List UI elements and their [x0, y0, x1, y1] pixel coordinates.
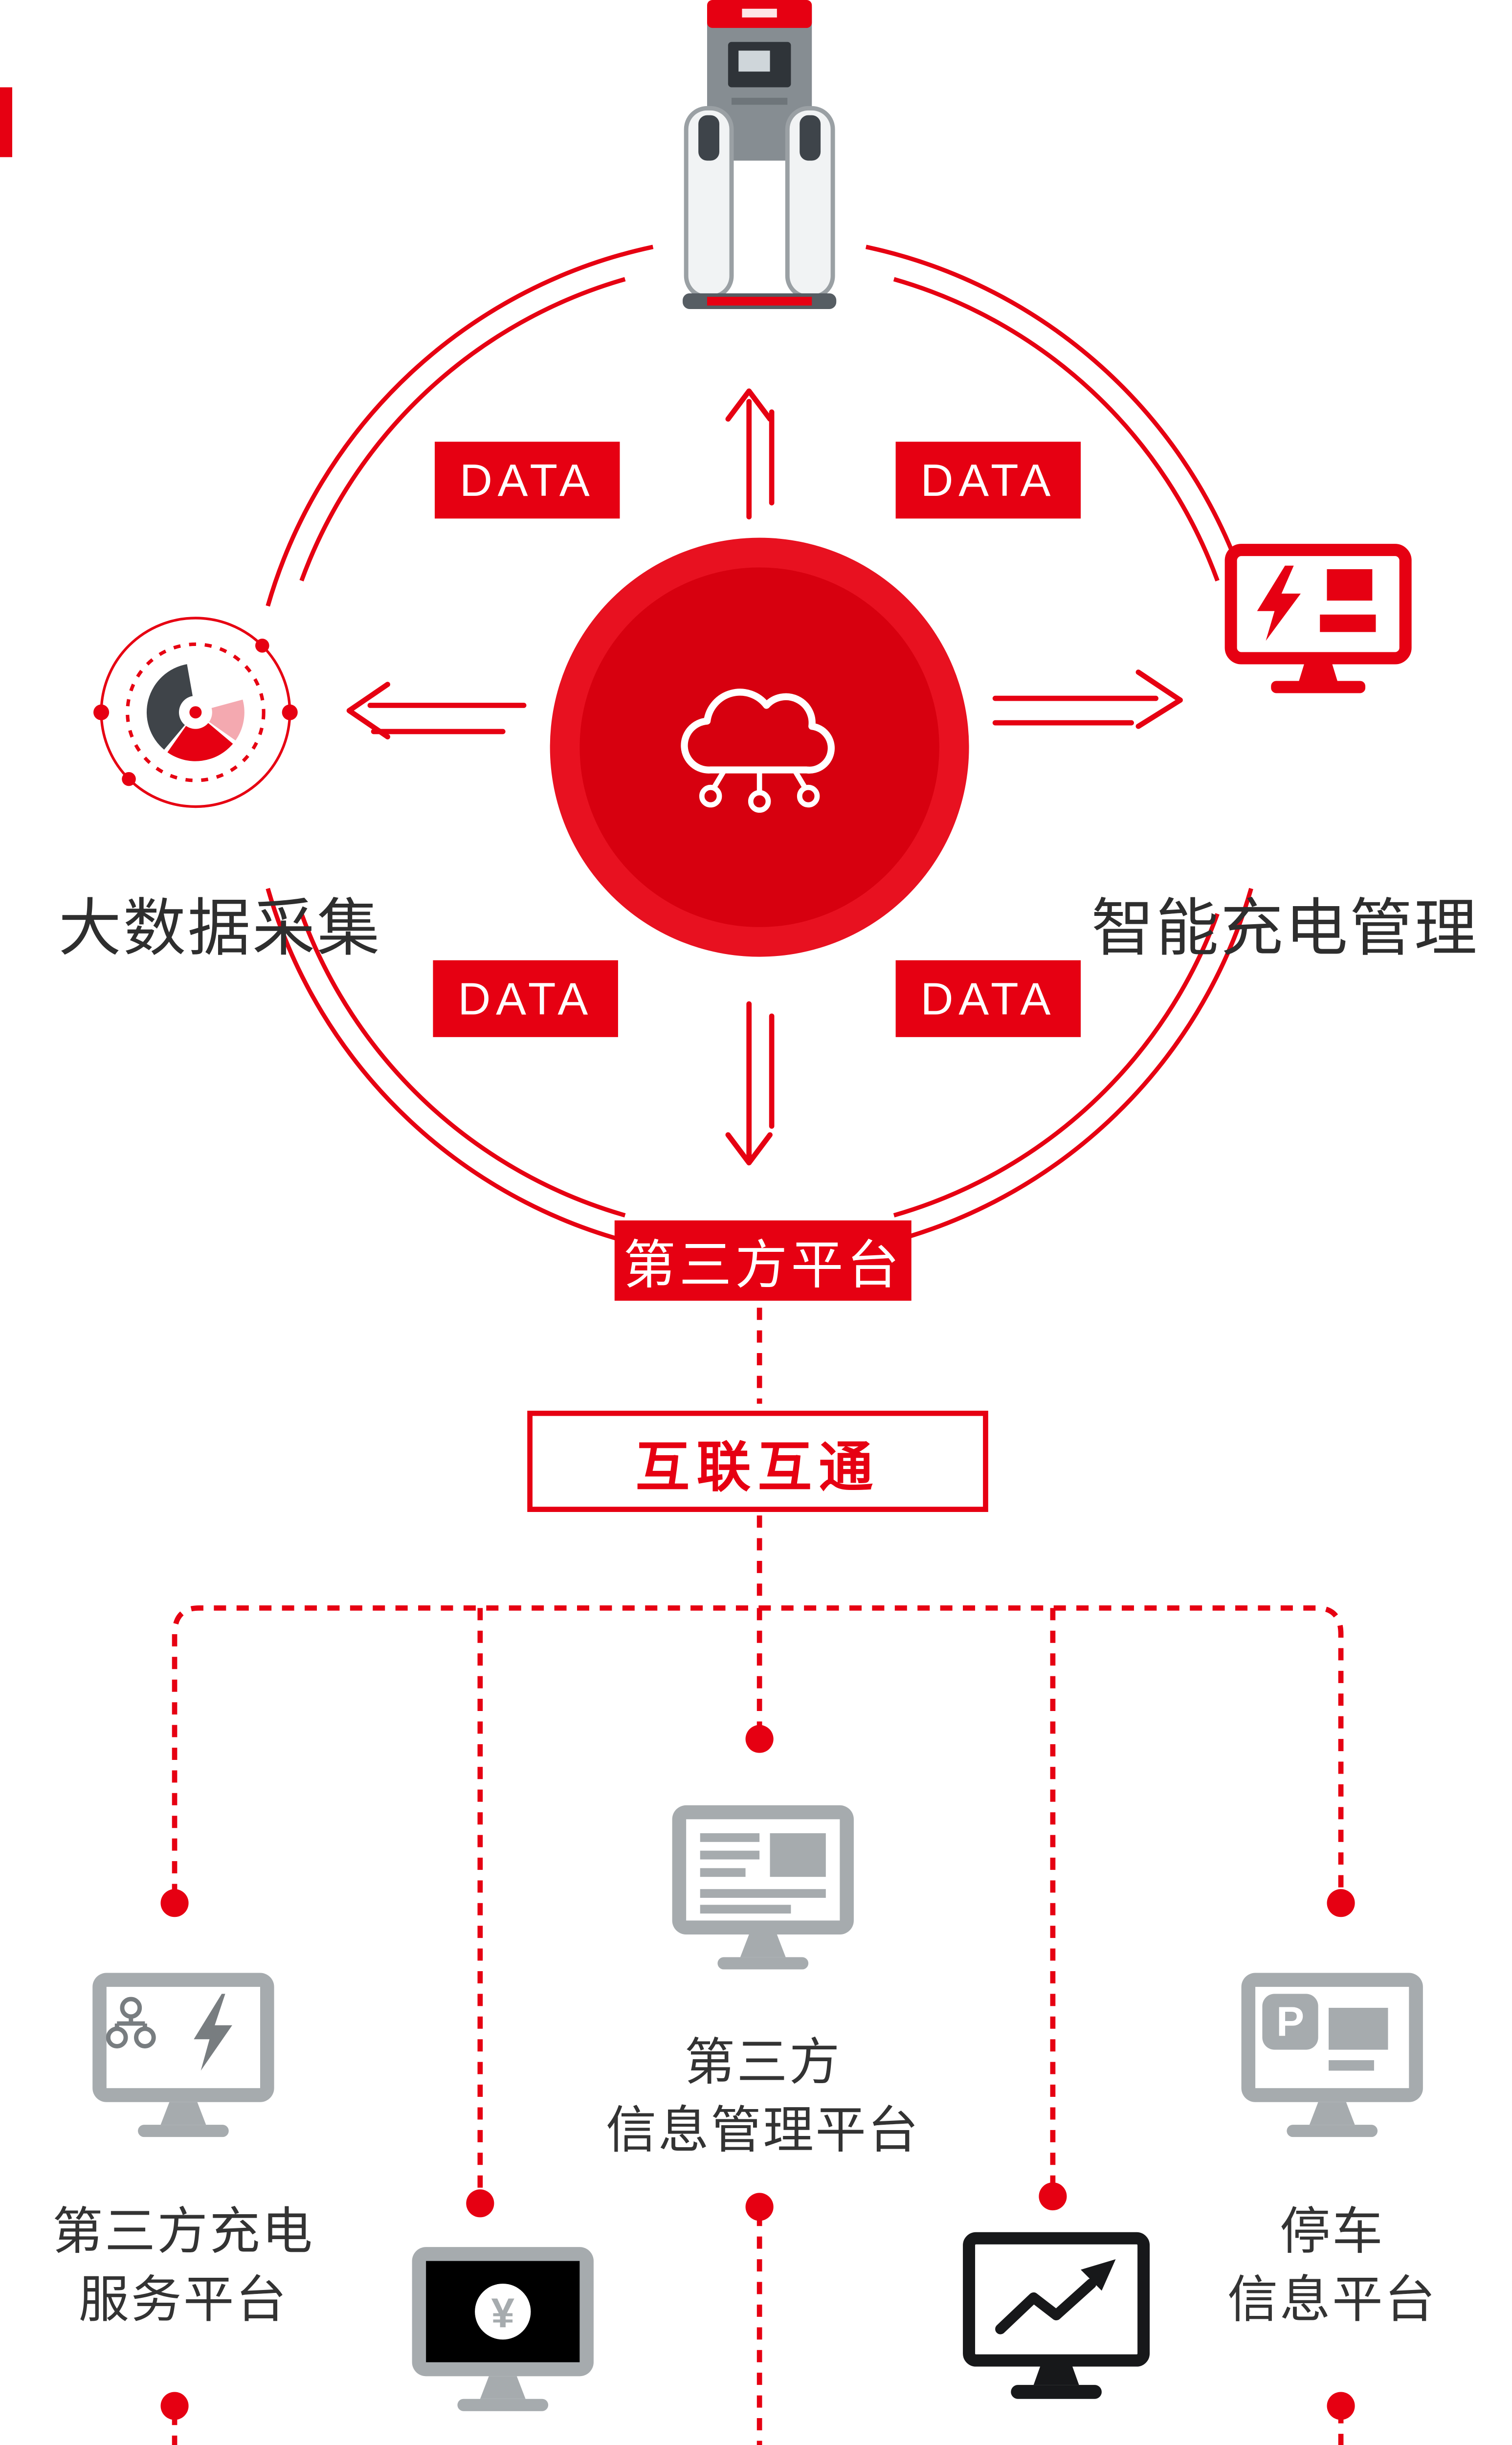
- data-analytics-pie-icon: [93, 617, 298, 808]
- platform-label-parking: 停车 信息平台: [1201, 2200, 1463, 2336]
- arrow-down-icon: [725, 1001, 775, 1166]
- platform-label-line: 停车: [1280, 2205, 1385, 2261]
- exchange-arrows: [346, 388, 1183, 1166]
- charging-monitor-icon: [1224, 544, 1412, 693]
- smart-charging-label: 智能充电管理: [1091, 892, 1479, 964]
- hub-circle-inner: [579, 567, 939, 927]
- flowchart-lightning-monitor-icon: [92, 1973, 274, 2137]
- arrow-up-icon: [725, 388, 775, 520]
- arrow-left-icon: [346, 682, 527, 740]
- platform-label-line: 信息平台: [1227, 2273, 1437, 2330]
- third-party-platform-box: 第三方平台: [614, 1220, 912, 1301]
- orbit-arcs: [266, 244, 1253, 1250]
- hub-circle: [550, 537, 969, 957]
- data-badge-bottom-left: DATA: [433, 960, 618, 1037]
- info-monitor-icon: [672, 1805, 854, 1970]
- ev-charging-station-icon: [683, 0, 837, 309]
- left-edge-red-mark: [0, 87, 12, 157]
- platform-label-info-management: 第三方 信息管理平台: [588, 2030, 937, 2167]
- parking-symbol: P: [1276, 1998, 1304, 2045]
- platform-label-line: 服务平台: [78, 2273, 289, 2330]
- data-badge-top-left: DATA: [435, 442, 620, 519]
- interconnect-box: 互联互通: [527, 1410, 988, 1512]
- junction-dots: [160, 1725, 1355, 2420]
- trend-chart-monitor-icon: [963, 2232, 1150, 2399]
- data-badge-top-right: DATA: [895, 442, 1081, 519]
- platform-label-line: 第三方: [684, 2036, 842, 2092]
- parking-monitor-icon: P: [1241, 1973, 1423, 2137]
- platform-label-line: 信息管理平台: [605, 2104, 920, 2160]
- arrow-right-icon: [992, 669, 1183, 729]
- cloud-network-icon: [681, 689, 835, 813]
- yen-settlement-monitor-icon: ¥: [412, 2247, 594, 2411]
- yen-symbol: ¥: [491, 2289, 514, 2336]
- tree-top-rail: [172, 1605, 1344, 1896]
- platform-label-line: 第三方充电: [52, 2205, 314, 2261]
- dashed-connectors: [172, 1308, 1344, 2445]
- platform-label-charging-service: 第三方充电 服务平台: [18, 2200, 349, 2336]
- data-badge-bottom-right: DATA: [895, 960, 1081, 1037]
- big-data-label: 大数据采集: [58, 892, 382, 964]
